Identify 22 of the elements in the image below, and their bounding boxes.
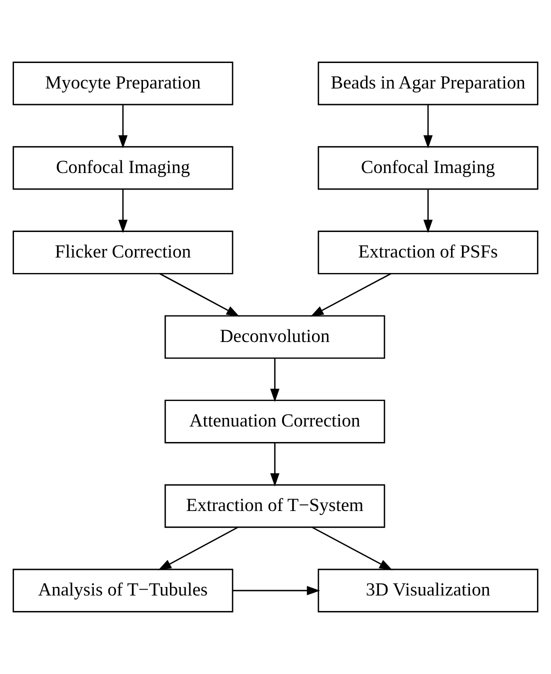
node-box: Attenuation Correction — [164, 400, 386, 444]
node-box: Beads in Agar Preparation — [318, 62, 538, 106]
node-box: 3D Visualization — [318, 568, 538, 612]
node-box: Deconvolution — [164, 315, 386, 359]
arrow — [270, 442, 280, 487]
node-box: Confocal Imaging — [318, 146, 538, 190]
arrow — [423, 104, 433, 148]
node-box: Analysis of T−Tubules — [12, 568, 234, 612]
arrow — [270, 358, 280, 402]
arrow — [118, 104, 128, 148]
node-box: Myocyte Preparation — [12, 62, 234, 106]
arrow — [232, 586, 320, 596]
arrow — [423, 189, 433, 233]
node-box: Flicker Correction — [12, 230, 234, 274]
arrow — [158, 526, 238, 570]
node-box: Extraction of PSFs — [318, 230, 538, 274]
arrow — [118, 189, 128, 233]
arrow — [312, 526, 393, 570]
arrow — [159, 273, 240, 317]
node-box: Extraction of T−System — [164, 484, 386, 528]
node-box: Confocal Imaging — [12, 146, 234, 190]
arrow — [310, 273, 392, 317]
